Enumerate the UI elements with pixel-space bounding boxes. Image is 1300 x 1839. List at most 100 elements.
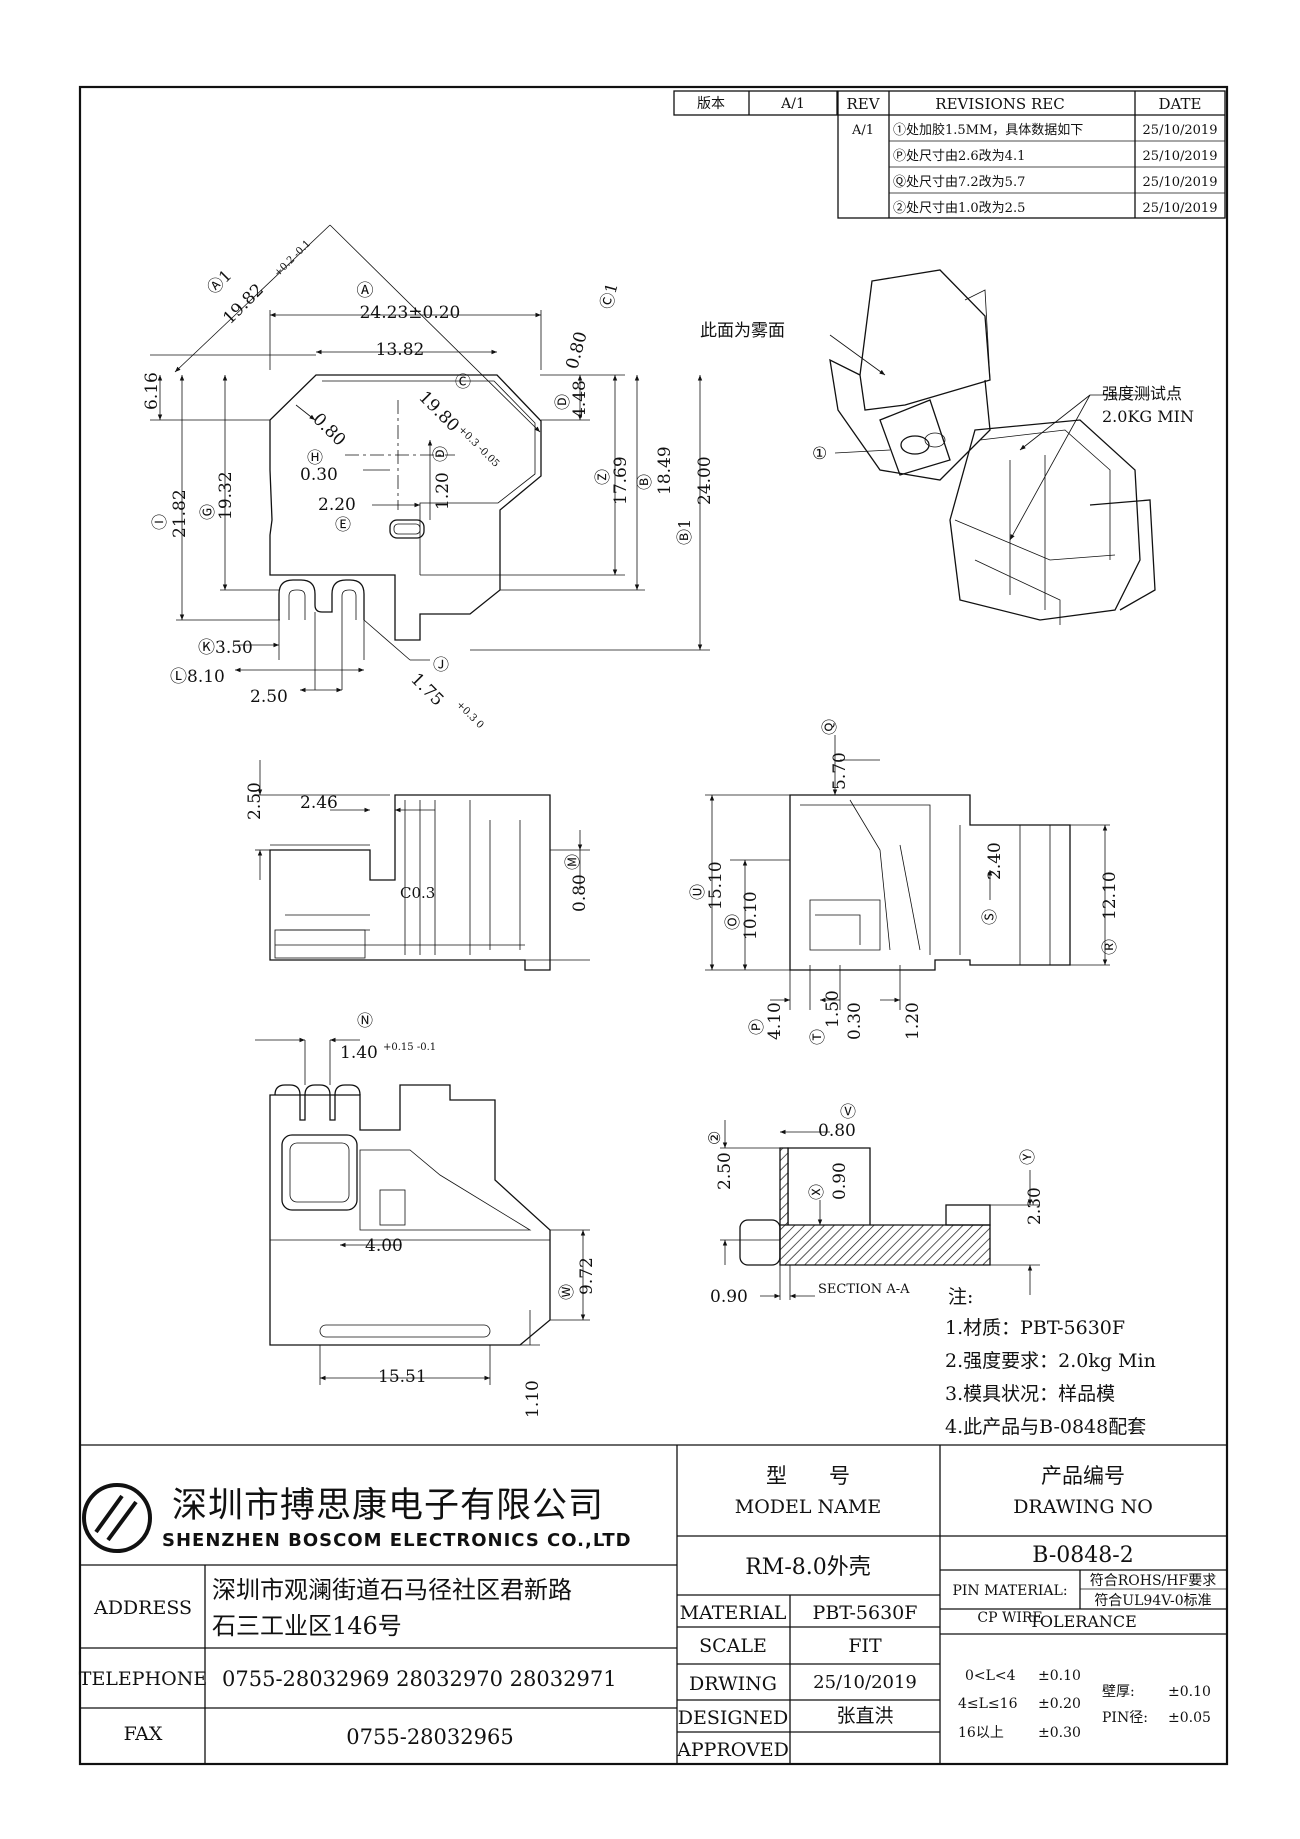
pin-material-value: 符合ROHS/HF要求 bbox=[1090, 1573, 1216, 1589]
bottom-dim-9-72: 9.72 bbox=[577, 1257, 597, 1295]
cp-wire-label: CP WIRE bbox=[977, 1610, 1042, 1626]
dim-g-label: Ⓖ bbox=[198, 504, 217, 520]
bottom-dim-w-label: Ⓦ bbox=[557, 1284, 576, 1300]
right-dim-2-40: 2.40 bbox=[985, 842, 1005, 880]
section-dim-v-label: Ⓥ bbox=[840, 1102, 856, 1121]
drwing-label: DRWING bbox=[689, 1673, 777, 1695]
designed-label: DESIGNED bbox=[678, 1707, 789, 1729]
bottom-view: Ⓝ 1.40 +0.15 -0.1 4.00 Ⓦ 9.72 15.51 1.10 bbox=[255, 1011, 597, 1418]
callout-1: ① bbox=[812, 444, 827, 464]
tol-value-3: ±0.30 bbox=[1038, 1725, 1081, 1741]
wall-thickness-label: 壁厚: bbox=[1102, 1684, 1135, 1700]
bottom-dim-4-00: 4.00 bbox=[365, 1236, 403, 1256]
note-3: 3.模具状况：样品模 bbox=[945, 1383, 1115, 1405]
material-label: MATERIAL bbox=[680, 1602, 787, 1624]
revisions-table: REV REVISIONS REC DATE A/1 ①处加胶1.5MM，具体数… bbox=[837, 90, 1226, 219]
left-dim-0-80: 0.80 bbox=[570, 874, 590, 912]
sheet-border bbox=[78, 85, 1229, 1766]
revisions-header: REVISIONS REC bbox=[935, 95, 1064, 113]
dim-c1-value: 0.80 bbox=[563, 330, 592, 372]
model-name-value: RM-8.0外壳 bbox=[745, 1555, 871, 1580]
notes: 注: 1.材质：PBT-5630F 2.强度要求：2.0kg Min 3.模具状… bbox=[945, 1286, 1156, 1438]
title-block: 深圳市搏思康电子有限公司 SHENZHEN BOSCOM ELECTRONICS… bbox=[79, 1444, 1227, 1764]
revision-row-4: ②处尺寸由1.0改为2.5 bbox=[893, 201, 1025, 216]
dim-a1-label: Ⓐ1 bbox=[203, 266, 235, 298]
date-header: DATE bbox=[1159, 95, 1202, 113]
section-dim-0-90b: 0.90 bbox=[710, 1287, 748, 1307]
dim-z-label: Ⓩ bbox=[593, 469, 612, 485]
top-view: Ⓐ1 19.82 +0.2 -0.1 Ⓐ 24.23±0.20 Ⓒ1 0.80 … bbox=[142, 224, 715, 731]
tol-value-1: ±0.10 bbox=[1038, 1668, 1081, 1684]
company-logo-icon bbox=[82, 1483, 152, 1553]
dim-17-69: 17.69 bbox=[611, 456, 631, 505]
dim-2-50: 2.50 bbox=[250, 687, 288, 707]
dim-13-82: 13.82 bbox=[376, 340, 425, 360]
dim-b-label: Ⓑ bbox=[635, 474, 654, 490]
right-dim-t-label: Ⓣ bbox=[808, 1029, 827, 1045]
right-dim-u-label: Ⓤ bbox=[688, 884, 707, 900]
right-dim-1-20: 1.20 bbox=[903, 1002, 923, 1040]
section-dim-2-label: ② bbox=[705, 1131, 724, 1145]
dim-l-label: Ⓛ8.10 bbox=[170, 667, 225, 687]
note-2: 2.强度要求：2.0kg Min bbox=[945, 1350, 1156, 1372]
dim-c-label: Ⓒ bbox=[455, 372, 471, 391]
strength-test-label: 强度测试点 bbox=[1102, 384, 1182, 403]
cp-wire-value: 符合UL94V-0标准 bbox=[1094, 1593, 1211, 1609]
rev-header: REV bbox=[846, 95, 880, 113]
pin-material-label: PIN MATERIAL: bbox=[952, 1583, 1067, 1599]
dim-6-16: 6.16 bbox=[142, 372, 162, 410]
material-value: PBT-5630F bbox=[813, 1602, 918, 1624]
dim-2-20: 2.20 bbox=[318, 495, 356, 515]
section-dim-2-30: 2.30 bbox=[1025, 1187, 1045, 1225]
section-dim-0-80: 0.80 bbox=[818, 1121, 856, 1141]
dim-d2-label: Ⓓ bbox=[431, 446, 450, 462]
company-name-cn: 深圳市搏思康电子有限公司 bbox=[172, 1486, 604, 1526]
designed-value: 张直洪 bbox=[836, 1705, 893, 1727]
drawing-no-cn: 产品编号 bbox=[1041, 1464, 1125, 1488]
pin-diameter-label: PIN径: bbox=[1102, 1710, 1148, 1726]
dim-i-label: Ⓘ bbox=[150, 514, 169, 530]
left-dim-c0-3: C0.3 bbox=[400, 884, 435, 902]
model-name-en: MODEL NAME bbox=[735, 1496, 881, 1518]
tol-range-2: 4≤L≤16 bbox=[958, 1696, 1018, 1712]
left-dim-2-50: 2.50 bbox=[245, 782, 265, 820]
revision-row-2: Ⓟ处尺寸由2.6改为4.1 bbox=[893, 149, 1025, 164]
model-name-cn: 型 号 bbox=[766, 1464, 850, 1488]
right-dim-12-10: 12.10 bbox=[1100, 871, 1120, 920]
approved-label: APPROVED bbox=[676, 1739, 789, 1761]
revision-date-3: 25/10/2019 bbox=[1143, 175, 1218, 190]
tol-range-3: 16以上 bbox=[958, 1725, 1004, 1741]
dim-j-label: Ⓙ bbox=[433, 655, 449, 674]
dim-1-75-tol: +0.3 0 bbox=[454, 699, 486, 731]
dim-a1-tol: +0.2 -0.1 bbox=[272, 238, 313, 279]
drawing-no-value: B-0848-2 bbox=[1032, 1543, 1133, 1568]
section-label: SECTION A-A bbox=[818, 1282, 910, 1297]
dim-18-49: 18.49 bbox=[655, 446, 675, 495]
dim-a-label: Ⓐ bbox=[357, 281, 374, 301]
dim-24-00: 24.00 bbox=[695, 456, 715, 505]
top-slot bbox=[389, 519, 425, 539]
section-view: Ⓥ 0.80 ② 2.50 Ⓧ 0.90 Ⓨ 2.30 0.90 SECTION… bbox=[705, 1102, 1045, 1307]
version-label: 版本 bbox=[697, 96, 725, 112]
right-dim-r-label: Ⓡ bbox=[1100, 939, 1119, 955]
right-dim-o-label: Ⓞ bbox=[723, 914, 742, 930]
dim-c-value: 19.80 bbox=[414, 387, 463, 436]
revision-date-2: 25/10/2019 bbox=[1143, 149, 1218, 164]
dim-1-20: 1.20 bbox=[433, 472, 453, 510]
address-label: ADDRESS bbox=[93, 1597, 192, 1619]
right-dim-s-label: Ⓢ bbox=[980, 909, 999, 925]
dim-b1-label: Ⓑ1 bbox=[675, 519, 694, 545]
company-name-en: SHENZHEN BOSCOM ELECTRONICS CO.,LTD bbox=[162, 1530, 632, 1551]
bottom-dim-1-40: 1.40 bbox=[340, 1043, 378, 1063]
top-view-outline bbox=[269, 374, 542, 641]
telephone-label: TELEPHONE bbox=[79, 1668, 207, 1690]
dim-h-label: Ⓗ bbox=[307, 448, 323, 467]
right-dim-4-10: 4.10 bbox=[765, 1002, 785, 1040]
side-view-left: 2.50 2.46 C0.3 Ⓜ 0.80 bbox=[245, 760, 590, 971]
section-dim-0-90: 0.90 bbox=[830, 1162, 850, 1200]
isometric-view: 此面为雾面 强度测试点 2.0KG MIN ① bbox=[700, 269, 1194, 625]
note-1: 1.材质：PBT-5630F bbox=[945, 1317, 1125, 1339]
dim-4-48: 4.48 bbox=[570, 380, 590, 418]
